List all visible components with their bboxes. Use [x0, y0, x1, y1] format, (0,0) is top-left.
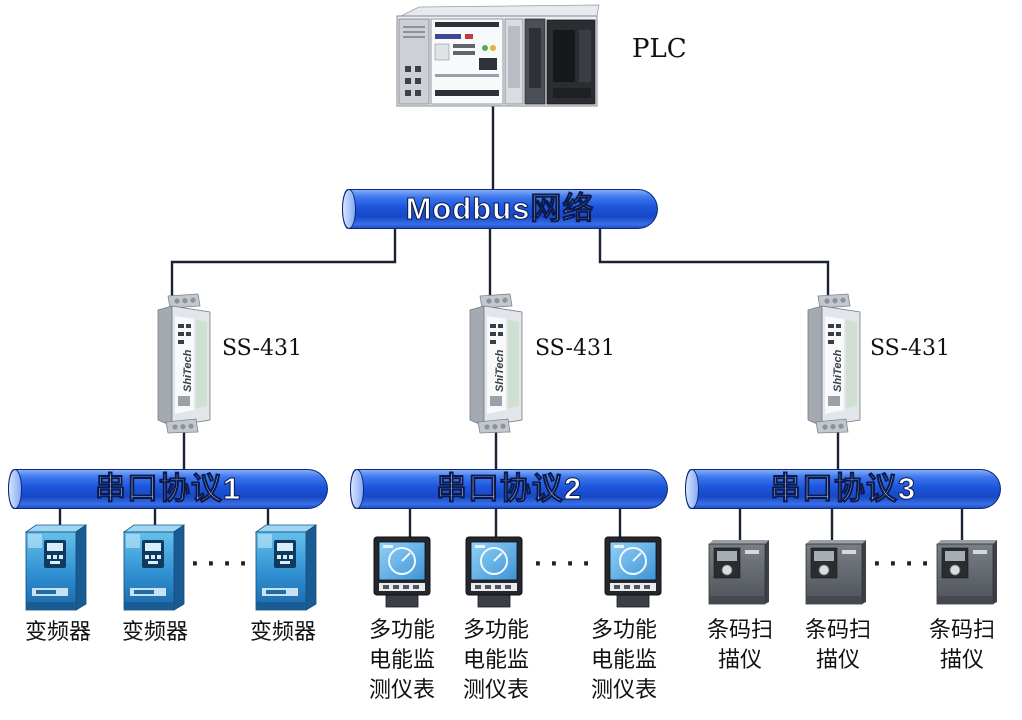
converter-icon: ShiTech — [157, 293, 211, 434]
device-label-line: 描仪 — [815, 648, 860, 673]
device-label-line: 变频器 — [24, 620, 91, 645]
device-label-line: 电能监 — [590, 648, 657, 673]
serial-bus-1: 串口协议1 — [7, 468, 328, 509]
device-label: 多功能 电能监 测仪表 — [352, 616, 452, 706]
ellipsis: · · · · — [190, 552, 248, 577]
power-meter-icon — [373, 536, 431, 608]
serial-bus-label: 串口协议3 — [769, 471, 917, 507]
modbus-bus-label: Modbus网络 — [405, 191, 595, 227]
barcode-scanner-icon — [805, 539, 867, 605]
plc-icon — [396, 4, 600, 107]
bus-end-cap — [7, 468, 22, 509]
converter-icon: ShiTech — [807, 293, 861, 434]
device-label-line: 条码扫 — [804, 618, 871, 643]
barcode-scanner-icon — [708, 539, 770, 605]
device-label-line: 描仪 — [717, 648, 762, 673]
inverter-icon — [123, 524, 185, 611]
device-label-line: 电能监 — [462, 648, 529, 673]
serial-bus-2: 串口协议2 — [349, 468, 668, 509]
device-label: 条码扫 描仪 — [912, 616, 1012, 676]
device-label: 变频器 — [233, 618, 333, 648]
device-label-line: 多功能 — [590, 618, 657, 643]
inverter-icon — [255, 524, 317, 611]
converter-label: SS-431 — [870, 336, 950, 361]
device-label-line: 变频器 — [121, 620, 188, 645]
ellipsis: · · · · — [872, 552, 930, 577]
converter-logo: ShiTech — [832, 349, 844, 392]
device-label: 多功能 电能监 测仪表 — [446, 616, 546, 706]
serial-bus-label: 串口协议1 — [94, 471, 242, 507]
converter-logo: ShiTech — [182, 349, 194, 392]
device-label-line: 测仪表 — [462, 678, 529, 703]
device-label: 条码扫 描仪 — [788, 616, 888, 676]
device-label: 变频器 — [8, 618, 108, 648]
device-label-line: 描仪 — [939, 648, 984, 673]
bus-end-cap — [349, 468, 364, 509]
ellipsis: · · · · — [533, 552, 591, 577]
device-label-line: 变频器 — [249, 620, 316, 645]
bus-end-cap — [684, 468, 699, 509]
converter-label: SS-431 — [535, 336, 615, 361]
inverter-icon — [25, 524, 87, 611]
device-label-line: 测仪表 — [368, 678, 435, 703]
modbus-bus: Modbus网络 — [341, 188, 658, 229]
device-label: 变频器 — [105, 618, 205, 648]
barcode-scanner-icon — [936, 539, 998, 605]
power-meter-icon — [465, 536, 523, 608]
device-label-line: 多功能 — [368, 618, 435, 643]
device-label-line: 测仪表 — [590, 678, 657, 703]
serial-bus-3: 串口协议3 — [684, 468, 1001, 509]
bus-end-cap — [341, 188, 356, 229]
device-label-line: 多功能 — [462, 618, 529, 643]
device-label: 条码扫 描仪 — [690, 616, 790, 676]
modbus-to-converter-3-line — [598, 228, 830, 296]
power-meter-icon — [604, 536, 662, 608]
device-label-line: 电能监 — [368, 648, 435, 673]
device-label-line: 条码扫 — [706, 618, 773, 643]
device-label-line: 条码扫 — [928, 618, 995, 643]
device-label: 多功能 电能监 测仪表 — [574, 616, 674, 706]
converter-icon: ShiTech — [469, 293, 523, 434]
serial-bus-label: 串口协议2 — [435, 471, 583, 507]
modbus-to-converter-1-line — [170, 228, 397, 296]
converter-logo: ShiTech — [494, 349, 506, 392]
plc-label: PLC — [632, 34, 687, 64]
converter-label: SS-431 — [222, 336, 302, 361]
